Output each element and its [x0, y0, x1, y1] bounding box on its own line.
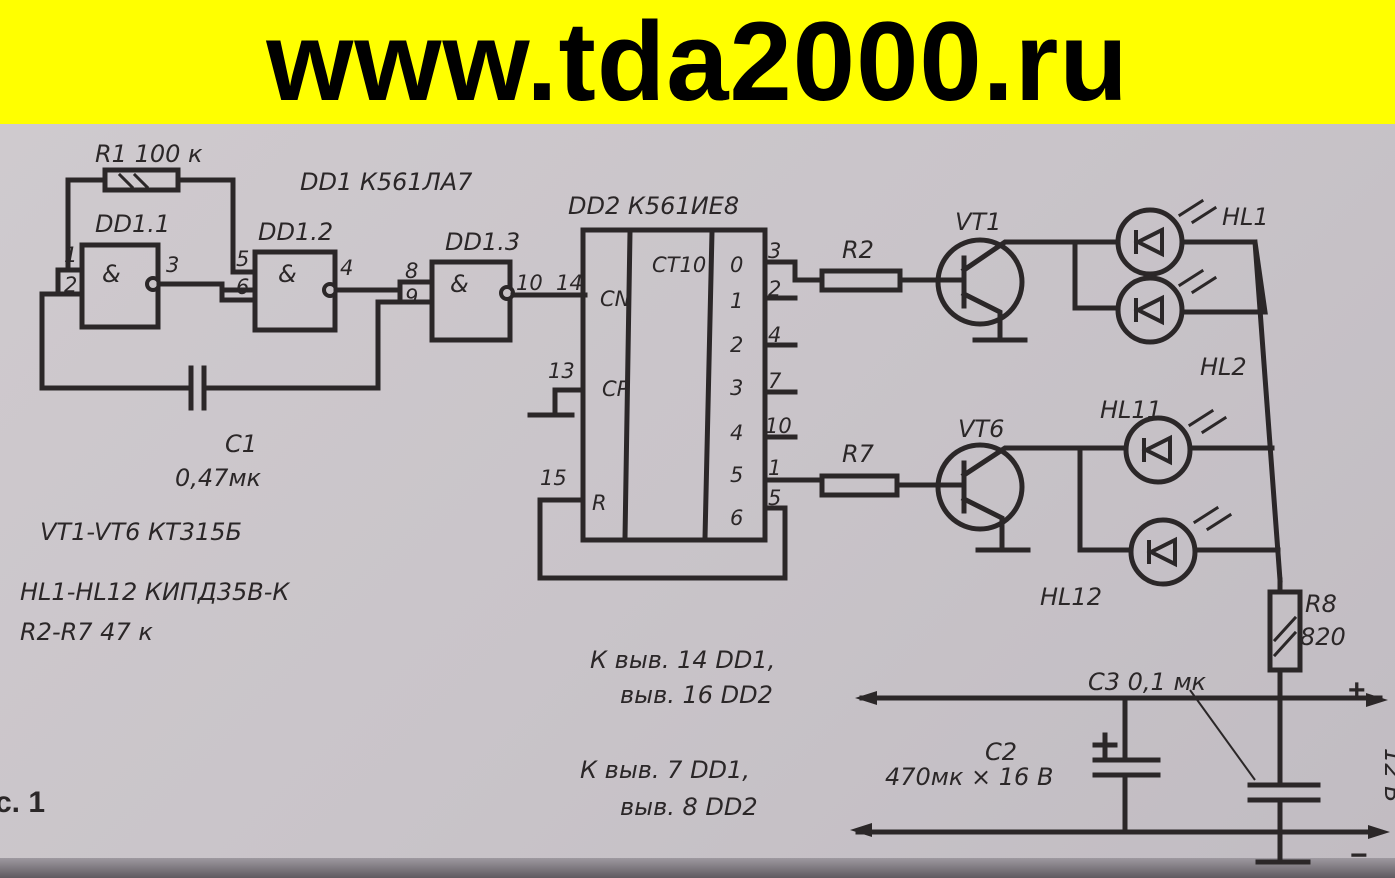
- label-minus: −: [1350, 839, 1368, 872]
- dd2-output-labels: 0 1 2 3 4 5 6: [730, 253, 743, 530]
- led-hl1-hl2: [1072, 198, 1283, 583]
- pin-label: 2: [64, 273, 77, 297]
- pin-label: 13: [548, 359, 575, 383]
- transistor-vt1: [935, 237, 1078, 343]
- gate-dd1-3: [429, 259, 588, 343]
- output-label: 5: [730, 463, 743, 487]
- label-dd1-3: DD1.3: [445, 228, 520, 256]
- dd2-pin-numbers: 3 2 4 7 10 1 5: [765, 239, 792, 510]
- label-supply-voltage: 12 В: [1379, 748, 1395, 803]
- pin-label: 9: [405, 285, 418, 309]
- power-rail-positive: [855, 691, 1388, 707]
- resistor-r1: [65, 167, 258, 275]
- resistor-r8: [1255, 577, 1311, 865]
- pin-label: 1: [768, 456, 781, 480]
- pin-label: 1: [64, 243, 77, 267]
- label-c3: C3 0,1 мк: [1088, 668, 1207, 696]
- and-symbol: &: [450, 270, 469, 298]
- label-r7: R7: [842, 440, 875, 468]
- label-r8: R8: [1305, 590, 1337, 618]
- label-c1-value: 0,47мк: [175, 464, 262, 492]
- label-c1: C1: [225, 430, 257, 458]
- note-power-2b: выв. 8 DD2: [620, 793, 758, 821]
- gate-dd1-1: [39, 242, 258, 391]
- note-power-1a: К выв. 14 DD1,: [590, 646, 775, 674]
- label-hl11: HL11: [1100, 396, 1162, 424]
- output-label: 4: [730, 421, 743, 445]
- counter-dd2: [527, 227, 803, 581]
- label-r2: R2: [842, 236, 874, 264]
- note-leds: HL1-HL12 КИПД35В-К: [20, 578, 290, 606]
- label-ct10: СТ10: [652, 253, 706, 277]
- pin-label: 14: [556, 271, 583, 295]
- label-cp: CP: [602, 377, 630, 401]
- label-cn: CN: [600, 287, 631, 311]
- pin-label: 3: [166, 253, 179, 277]
- pin-label: 10: [765, 414, 792, 438]
- label-hl12: HL12: [1040, 583, 1102, 611]
- power-rail-negative: [850, 823, 1390, 839]
- transistor-vt6: [935, 442, 1078, 553]
- label-dd1-2: DD1.2: [258, 218, 333, 246]
- led-hl11-hl12: [1072, 408, 1281, 587]
- pin-label: 4: [340, 256, 353, 280]
- note-power-2a: К выв. 7 DD1,: [580, 756, 750, 784]
- pin-label: 2: [768, 277, 781, 301]
- output-label: 0: [730, 253, 743, 277]
- note-power-1b: выв. 16 DD2: [620, 681, 773, 709]
- resistor-r7: [762, 473, 965, 498]
- capacitor-c1: [188, 299, 403, 411]
- pin-label: 5: [236, 247, 249, 271]
- label-hl1: HL1: [1222, 203, 1269, 231]
- label-vt1: VT1: [955, 208, 1001, 236]
- label-plus: +: [1348, 674, 1366, 707]
- paper-edge: [0, 858, 1395, 878]
- output-label: 6: [730, 506, 743, 530]
- note-transistors: VT1-VT6 КТ315Б: [40, 518, 242, 546]
- pin-label: 8: [405, 259, 418, 283]
- label-vt6: VT6: [958, 415, 1004, 443]
- site-url: www.tda2000.ru: [266, 0, 1129, 124]
- pin-label: 15: [540, 466, 567, 490]
- pin-label: 3: [768, 239, 781, 263]
- label-dd1: DD1 К561ЛА7: [300, 168, 473, 196]
- output-label: 3: [730, 376, 743, 400]
- label-hl2: HL2: [1200, 353, 1247, 381]
- label-c2-value: 470мк × 16 В: [885, 763, 1053, 791]
- pin-label: 7: [768, 369, 782, 393]
- capacitor-c3: [1189, 689, 1321, 803]
- pin-label: 10: [516, 271, 543, 295]
- resistor-r2: [792, 259, 965, 293]
- pin-label: 4: [768, 323, 781, 347]
- label-r8-value: 820: [1300, 623, 1346, 651]
- gate-dd1-2: [219, 249, 435, 333]
- pin-label: 5: [768, 486, 781, 510]
- site-banner: www.tda2000.ru: [0, 0, 1395, 124]
- label-r: R: [592, 491, 607, 515]
- and-symbol: &: [102, 260, 121, 288]
- note-resistors: R2-R7 47 к: [20, 618, 153, 646]
- output-label: 1: [730, 289, 743, 313]
- and-symbol: &: [278, 260, 297, 288]
- output-label: 2: [730, 333, 743, 357]
- label-c2: C2: [985, 738, 1017, 766]
- label-dd2: DD2 К561ИЕ8: [568, 192, 739, 220]
- capacitor-c2: [1092, 697, 1161, 835]
- label-r1: R1 100 к: [95, 140, 203, 168]
- label-dd1-1: DD1.1: [95, 210, 170, 238]
- pin-label: 6: [236, 275, 249, 299]
- figure-caption: с. 1: [0, 786, 45, 819]
